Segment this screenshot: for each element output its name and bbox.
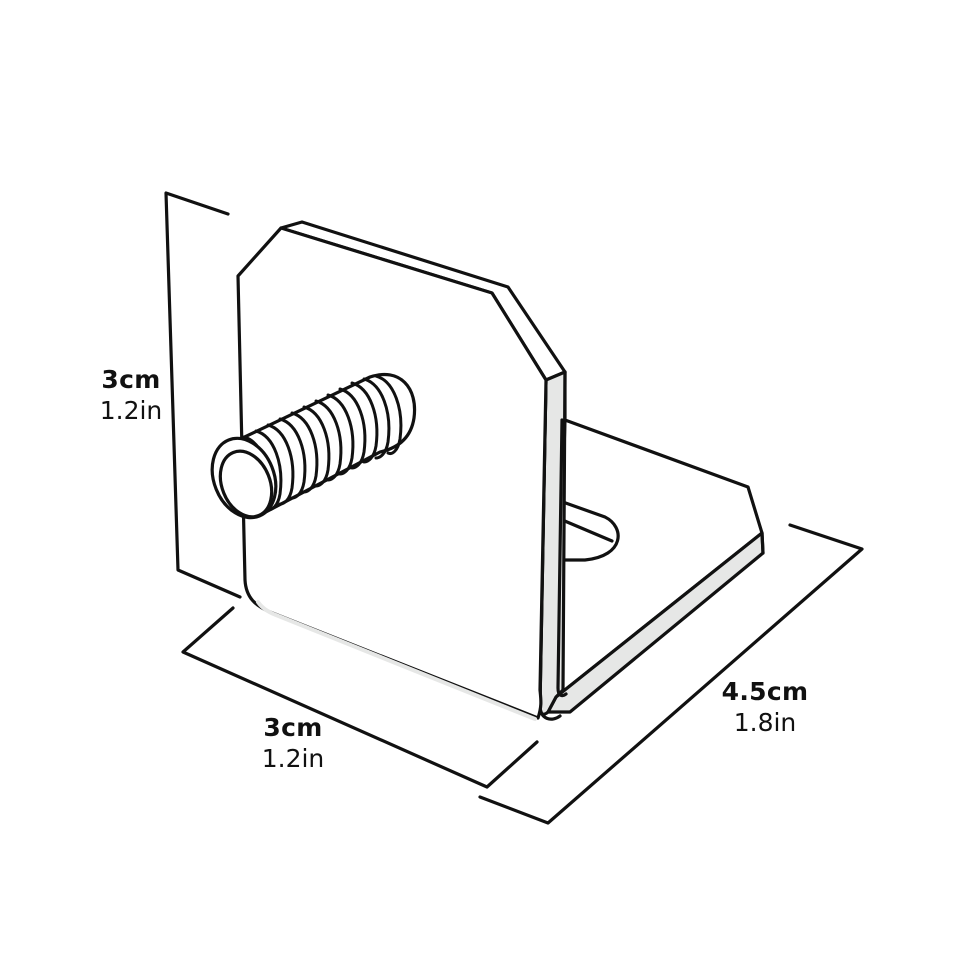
depth-dimension-label: 4.5cm 1.8in xyxy=(706,676,824,739)
height-dimension-label: 3cm 1.2in xyxy=(82,364,180,427)
height-metric: 3cm xyxy=(101,365,161,394)
width-metric: 3cm xyxy=(263,713,323,742)
width-dimension-line xyxy=(181,606,539,789)
width-imperial: 1.2in xyxy=(261,744,325,774)
mounting-slot xyxy=(558,499,620,562)
height-dimension-line xyxy=(164,191,242,599)
depth-imperial: 1.8in xyxy=(733,708,797,738)
threaded-stud xyxy=(210,372,417,520)
width-dimension-label: 3cm 1.2in xyxy=(244,712,342,775)
height-imperial: 1.2in xyxy=(99,396,163,426)
depth-metric: 4.5cm xyxy=(721,677,809,706)
depth-dimension-line xyxy=(478,523,864,825)
base-plate xyxy=(546,418,765,714)
vertical-plate xyxy=(236,226,548,721)
